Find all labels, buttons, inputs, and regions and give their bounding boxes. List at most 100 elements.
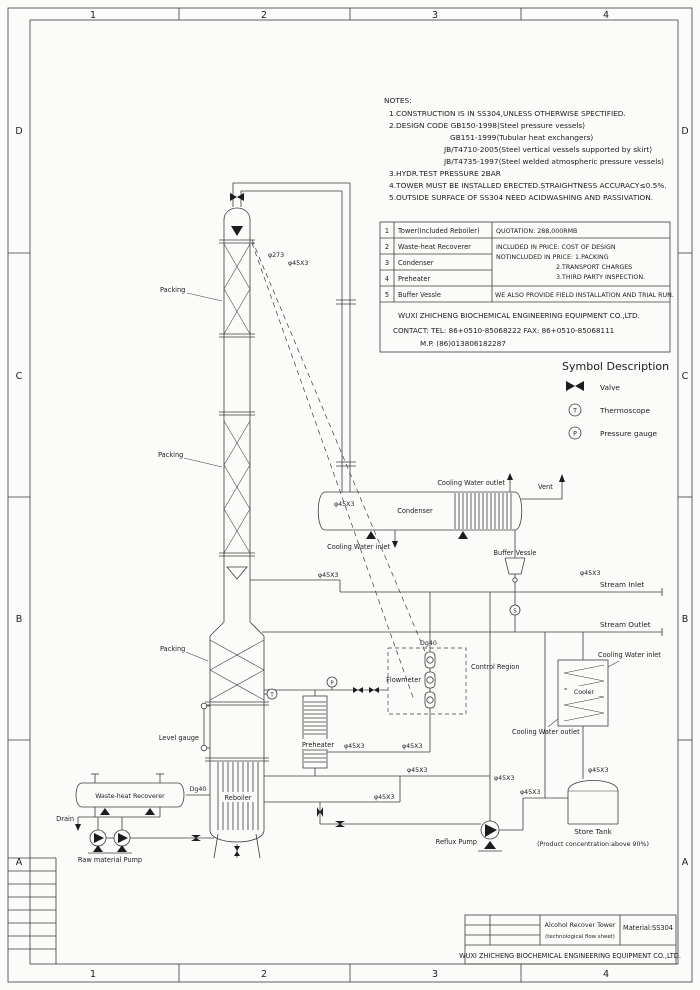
thermoscope-icon xyxy=(266,688,278,700)
table-row-4-name: Preheater xyxy=(398,275,430,283)
control-region xyxy=(387,647,467,715)
note-line-6: 3.HYDR.TEST PRESSURE 2BAR xyxy=(389,169,501,178)
store-tank-concentration-label: (Product concentration:above 90%) xyxy=(537,841,649,848)
zone-col-3-bottom: 3 xyxy=(432,969,438,980)
note-line-3: GB151-1999⟨Tubular heat exchangers⟩ xyxy=(450,133,593,142)
dg40-label: Dg40 xyxy=(190,786,207,793)
note-line-7: 4.TOWER MUST BE INSTALLED ERECTED.STRAIG… xyxy=(389,181,667,190)
cooler-cw-outlet-label: Cooling Water outlet xyxy=(512,728,580,736)
flowmeter-3 xyxy=(424,691,436,709)
valve-icon xyxy=(191,835,201,841)
raw-material-pump xyxy=(89,829,131,852)
thermoscope-symbol-icon xyxy=(568,403,582,417)
pipe-spec-45: φ45X3 xyxy=(334,501,355,508)
valve-icon xyxy=(234,846,240,856)
condenser-label: Condenser xyxy=(397,507,433,515)
table-row-1-name: Tower(Included Reboiler) xyxy=(397,227,480,235)
drain-label: Drain xyxy=(56,815,74,823)
thermoscope-symbol-letter: T xyxy=(572,408,577,415)
table-row-5-no: 5 xyxy=(385,291,389,299)
condenser: Condenser xyxy=(317,473,565,548)
zone-col-1-top: 1 xyxy=(90,10,96,21)
zone-row-a-right: A xyxy=(682,857,689,868)
table-extra-3: 3.THIRD PARTY INSPECTION. xyxy=(556,274,645,281)
buffer-vessel xyxy=(504,557,526,583)
control-region-label: Control Region xyxy=(471,663,520,671)
zone-col-4-bottom: 4 xyxy=(603,969,609,980)
zone-col-3-top: 3 xyxy=(432,10,438,21)
contact-mobile: M.P. (86)013806182287 xyxy=(420,339,506,348)
material-spec: Material:SS304 xyxy=(623,924,673,932)
flowmeter-2 xyxy=(424,671,436,689)
table-extra-2: 2.TRANSPORT CHARGES xyxy=(556,264,632,271)
note-line-2: 2.DESIGN CODE GB150-1998⟨Steel pressure … xyxy=(389,121,585,130)
condenser-saddle-left xyxy=(366,531,376,539)
symbol-legend-title: Symbol Description xyxy=(562,360,669,373)
distillation-tower: Reboiler xyxy=(200,193,269,859)
recoverer-saddle-left xyxy=(100,808,110,815)
thermoscope-letter: T xyxy=(269,693,274,699)
note-line-4: JB/T4710-2005⟨Steel vertical vessels sup… xyxy=(443,145,652,154)
tower-distributor-icon xyxy=(231,226,243,236)
symbol-legend: Symbol Description Valve T Thermoscope P… xyxy=(562,360,669,440)
packing-label-1: Packing xyxy=(160,286,185,294)
table-included: INCLUDED IN PRICE: COST OF DESIGN xyxy=(496,244,616,251)
pipe-spec-45: φ45X3 xyxy=(588,767,609,774)
condenser-saddle-right xyxy=(458,531,468,539)
zone-col-2-top: 2 xyxy=(261,10,267,21)
drain-arrow xyxy=(75,824,81,831)
reboiler-label: Reboiler xyxy=(225,794,252,802)
valve-icon xyxy=(369,687,379,693)
pipe-spec-45: φ45X3 xyxy=(318,572,339,579)
border-frame: 1 2 3 4 1 2 3 4 D C B A D C B A xyxy=(7,7,693,983)
buffer-vessel-label: Buffer Vessle xyxy=(494,549,537,557)
waste-heat-recoverer: Waste-heat Recoverer xyxy=(75,782,185,831)
zone-col-1-bottom: 1 xyxy=(90,969,96,980)
zone-row-a-left: A xyxy=(16,857,23,868)
notes-title: NOTES: xyxy=(384,96,412,105)
valve-icon xyxy=(353,687,363,693)
packing-label-3: Packing xyxy=(160,645,185,653)
drawing-title-line2: (technological flow sheet) xyxy=(545,934,615,940)
titleblock-company: WUXI ZHICHENG BIOCHEMICAL ENGINEERING EQ… xyxy=(459,952,681,960)
pressure-gauge-symbol-label: Pressure gauge xyxy=(600,429,658,438)
pressure-gauge-symbol-icon xyxy=(568,426,582,440)
table-row-2-no: 2 xyxy=(385,243,389,251)
reflux-pump xyxy=(478,820,502,852)
table-notincluded: NOTINCLUDED IN PRICE: 1.PACKING xyxy=(496,254,609,261)
table-row-3-name: Condenser xyxy=(398,259,434,267)
drawing-title-line1: Alcohol Recover Tower xyxy=(545,922,616,929)
diagram-labels: Packing Packing Packing φ273 φ45X3 φ45X3… xyxy=(56,252,661,864)
cw-outlet-arrow xyxy=(507,473,513,480)
pipe-spec-45: φ45X3 xyxy=(288,260,309,267)
zone-row-c-right: C xyxy=(682,371,689,382)
sampler-letter: S xyxy=(513,609,517,615)
piping-network xyxy=(77,182,663,858)
vent-label: Vent xyxy=(538,483,553,491)
flowmeter-label: Flowmeter xyxy=(386,676,421,684)
stream-inlet-label: Stream Inlet xyxy=(600,580,644,589)
valve-icon xyxy=(335,821,345,827)
preheater: Preheater xyxy=(297,695,339,769)
zone-row-b-left: B xyxy=(16,614,23,625)
cw-inlet-arrow xyxy=(392,541,398,548)
packing-label-2: Packing xyxy=(158,451,183,459)
table-row-4-no: 4 xyxy=(385,275,389,283)
cooler-cw-inlet-label: Cooling Water inlet xyxy=(598,651,661,659)
level-gauge-bottom-valve xyxy=(200,744,208,752)
zone-col-4-top: 4 xyxy=(603,10,609,21)
pressure-gauge-letter: P xyxy=(330,681,334,687)
store-tank-label: Store Tank xyxy=(574,827,612,836)
level-gauge-top-valve xyxy=(200,702,208,710)
revision-strip xyxy=(8,857,57,964)
tower-top-valve-icon xyxy=(230,193,244,201)
note-line-1: 1.CONSTRUCTION IS IN SS304,UNLESS OTHERW… xyxy=(389,109,626,118)
vent-arrow xyxy=(559,474,565,482)
pipe-spec-45: φ45X3 xyxy=(344,743,365,750)
table-row-3-no: 3 xyxy=(385,259,389,267)
pipe-spec-45: φ45X3 xyxy=(374,794,395,801)
pipe-spec-273: φ273 xyxy=(268,252,284,259)
title-block: Alcohol Recover Tower (technological flo… xyxy=(459,914,681,965)
